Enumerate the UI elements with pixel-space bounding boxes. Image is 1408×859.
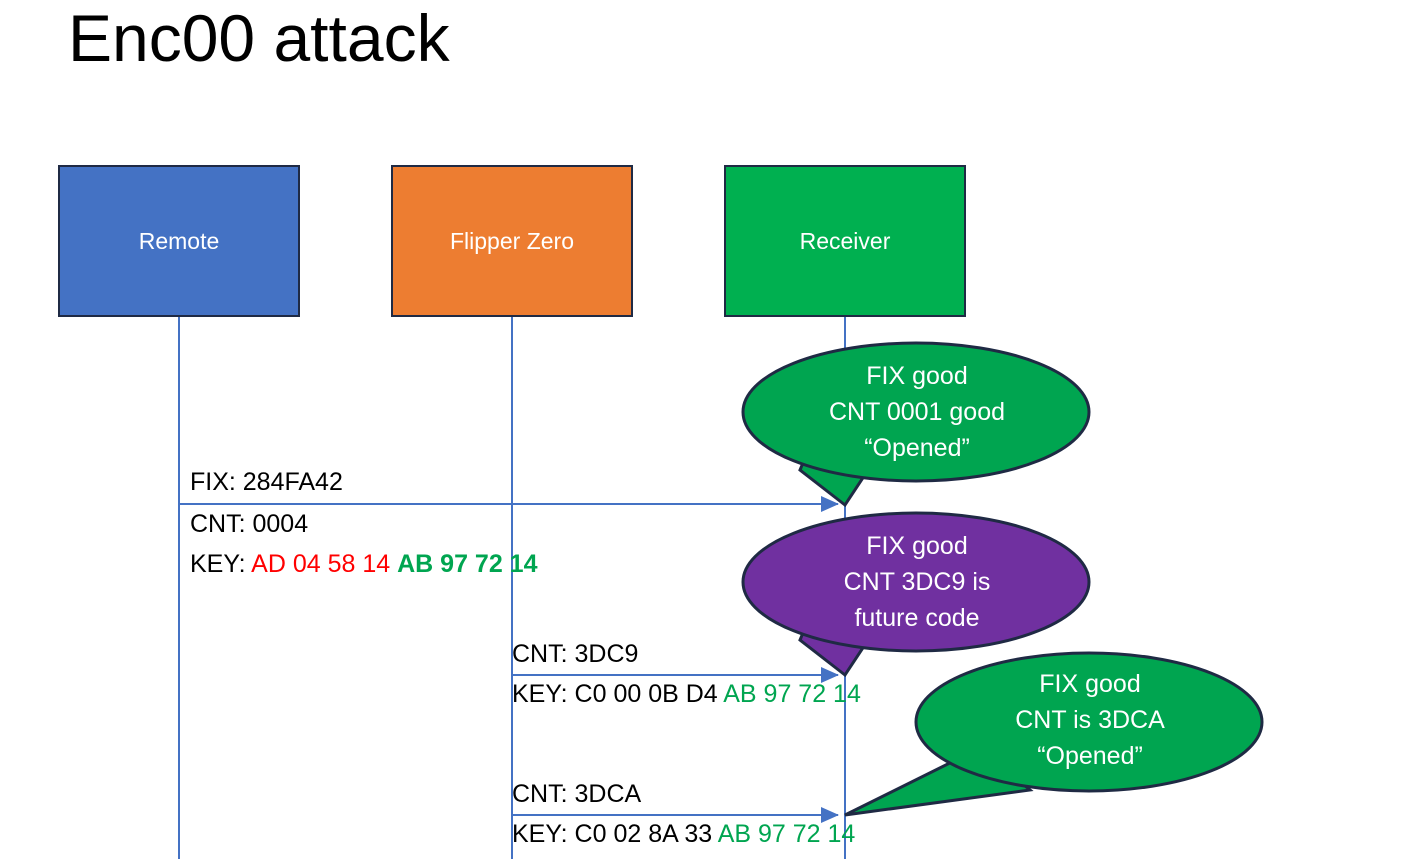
actor-label-flipper: Flipper Zero [450, 227, 574, 254]
message-2-key: KEY: C0 00 0B D4 AB 97 72 14 [512, 682, 861, 707]
speech-bubble-1-line-3: “Opened” [864, 434, 970, 462]
speech-bubble-3 [844, 651, 1264, 817]
speech-bubble-1-body [741, 341, 1091, 483]
speech-bubble-2-body [741, 511, 1091, 653]
actor-box-flipper[interactable]: Flipper Zero [391, 165, 633, 317]
speech-bubble-3-text: FIX good CNT is 3DCA “Opened” [950, 666, 1230, 774]
speech-bubble-3-line-2: CNT is 3DCA [1015, 706, 1165, 734]
speech-bubble-1-line-2: CNT 0001 good [828, 398, 1006, 426]
speech-bubble-2 [741, 511, 1091, 678]
message-3-key-label: KEY: C0 02 8A 33 [512, 820, 718, 848]
speech-bubble-1-line-1: FIX good [866, 362, 968, 390]
speech-bubble-2-line-2: CNT 3DC9 is [843, 568, 991, 596]
actor-box-remote[interactable]: Remote [58, 165, 300, 317]
speech-bubble-3-line-1: FIX good [1039, 670, 1141, 698]
message-1-key: KEY: AD 04 58 14 AB 97 72 14 [190, 552, 538, 577]
message-3-cnt: CNT: 3DCA [512, 780, 642, 808]
speech-bubble-2-line-3: future code [854, 604, 980, 632]
message-3-key: KEY: C0 02 8A 33 AB 97 72 14 [512, 822, 855, 847]
message-1-key-red: AD 04 58 14 [251, 550, 391, 578]
speech-bubble-2-line-1: FIX good [866, 532, 968, 560]
actor-label-receiver: Receiver [799, 227, 891, 254]
slide-title: Enc00 attack [68, 1, 450, 75]
speech-bubble-3-line-3: “Opened” [1037, 742, 1143, 770]
speech-bubble-1 [741, 341, 1091, 508]
message-1-key-label: KEY: [190, 550, 252, 578]
message-2-cnt: CNT: 3DC9 [512, 640, 639, 668]
message-3-key-green: AB 97 72 14 [717, 820, 856, 848]
message-1-cnt: CNT: 0004 [190, 510, 309, 538]
speech-bubble-3-body [914, 651, 1264, 793]
speech-bubble-2-text: FIX good CNT 3DC9 is future code [777, 528, 1057, 636]
speech-bubble-1-text: FIX good CNT 0001 good “Opened” [777, 358, 1057, 466]
actor-box-receiver[interactable]: Receiver [724, 165, 966, 317]
message-2-key-label: KEY: C0 00 0B D4 [512, 680, 724, 708]
message-1-fix: FIX: 284FA42 [190, 468, 343, 496]
message-1-key-green: AB 97 72 14 [397, 550, 538, 578]
message-2-key-green: AB 97 72 14 [723, 680, 861, 708]
actor-label-remote: Remote [138, 227, 220, 254]
